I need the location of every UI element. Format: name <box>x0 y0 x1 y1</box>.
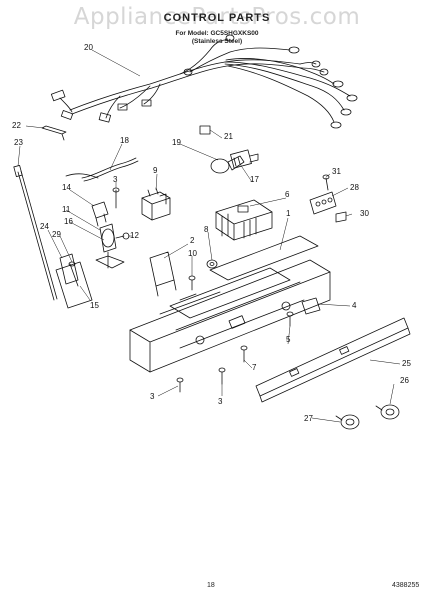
screw-upper <box>112 187 120 209</box>
small-screw <box>188 275 196 291</box>
callout-16: 16 <box>64 217 73 226</box>
callout-1: 1 <box>286 209 291 218</box>
callout-3-top: 3 <box>113 175 118 184</box>
callout-25: 25 <box>402 359 411 368</box>
callout-labels: 20 22 23 18 19 21 9 3 14 11 16 12 31 28 … <box>12 43 411 423</box>
callout-9: 9 <box>153 166 158 175</box>
callout-11: 11 <box>62 205 71 214</box>
callout-7: 7 <box>252 363 257 372</box>
callout-30: 30 <box>360 209 369 218</box>
callout-14: 14 <box>62 183 71 192</box>
callout-10: 10 <box>188 249 197 258</box>
callout-15: 15 <box>90 301 99 310</box>
callout-26: 26 <box>400 376 409 385</box>
callout-2: 2 <box>190 236 195 245</box>
damper-control <box>95 223 130 269</box>
light-bulb <box>210 155 245 174</box>
callout-12: 12 <box>130 231 139 240</box>
callout-20: 20 <box>84 43 93 52</box>
mounting-bracket <box>91 201 109 227</box>
callout-3-left: 3 <box>150 392 155 401</box>
wire-harness <box>50 34 358 129</box>
housing-screw <box>286 311 294 327</box>
callout-22: 22 <box>12 121 21 130</box>
callout-18: 18 <box>120 136 129 145</box>
thermostat-control <box>141 187 171 221</box>
bulb-clip <box>199 125 211 135</box>
page-number: 18 <box>207 582 215 589</box>
small-clip <box>335 211 347 223</box>
callout-5: 5 <box>286 335 291 344</box>
control-bracket <box>149 251 177 297</box>
callout-31: 31 <box>332 167 341 176</box>
callout-4: 4 <box>352 301 357 310</box>
callout-19: 19 <box>172 138 181 147</box>
callout-6: 6 <box>285 190 290 199</box>
grommet <box>206 259 218 269</box>
harness-clip <box>41 125 67 141</box>
leader-lines <box>17 49 401 423</box>
watermark: AppliancePartsPros.com <box>73 4 361 30</box>
callout-29: 29 <box>52 230 61 239</box>
callout-8: 8 <box>204 225 209 234</box>
light-socket <box>230 149 259 169</box>
capillary-tube <box>81 157 139 182</box>
front-trim-panel <box>255 317 411 403</box>
link-arm-assembly <box>55 253 93 309</box>
control-knob-left <box>335 414 360 430</box>
callout-23: 23 <box>14 138 23 147</box>
panel-screw <box>240 345 248 363</box>
control-housing <box>129 235 331 373</box>
model-subtitle: For Model: GC5SHGXKS00 <box>175 30 259 37</box>
callout-3-right: 3 <box>218 397 223 406</box>
electronic-control-module <box>215 199 273 241</box>
sensor-board <box>309 174 337 215</box>
callout-24: 24 <box>40 222 49 231</box>
control-rod <box>13 164 58 301</box>
diagram-title: CONTROL PARTS <box>163 12 271 24</box>
screw-bottom-left <box>176 377 184 393</box>
callout-28: 28 <box>350 183 359 192</box>
document-number: 4388255 <box>392 582 420 589</box>
control-knob <box>375 404 400 420</box>
finish-subtitle: (Stainless Steel) <box>191 38 243 45</box>
screw-bottom-right <box>218 367 226 385</box>
callout-27: 27 <box>304 414 313 423</box>
callout-21: 21 <box>224 132 233 141</box>
housing-clip <box>301 297 321 315</box>
callout-17: 17 <box>250 175 259 184</box>
